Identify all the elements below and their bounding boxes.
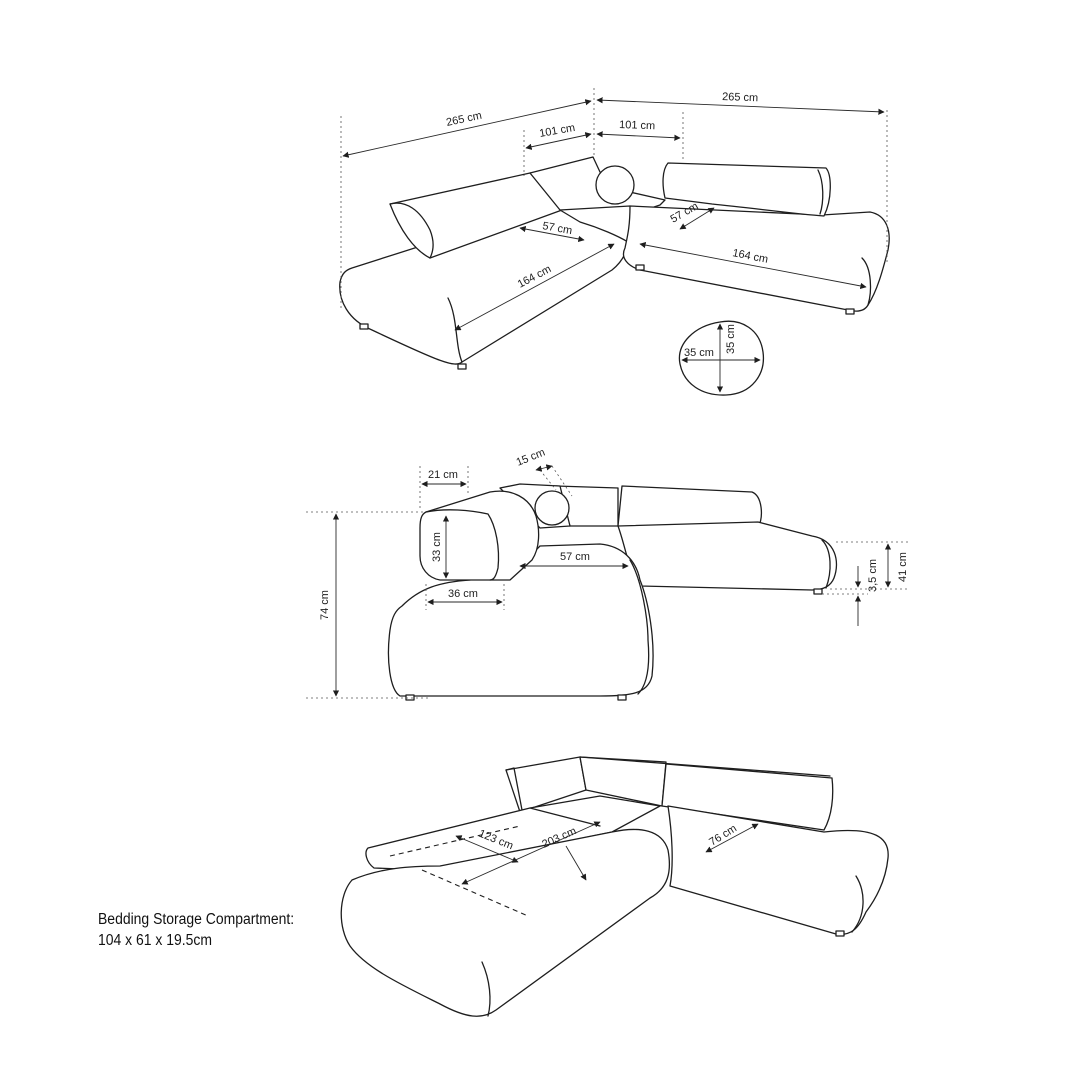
foot [835,930,845,937]
right-backrest [662,162,831,217]
bed-chaise [667,805,889,936]
foot [359,323,369,330]
dim-cushion-height: 35 cm [725,324,737,354]
bed-back-right [661,763,834,831]
foot [457,363,467,370]
far-seat [617,521,838,591]
dim-back-right: 101 cm [619,119,655,132]
foot [405,694,415,701]
storage-note: Bedding Storage Compartment: 104 x 61 x … [98,909,294,951]
dim-back-base: 36 cm [448,588,478,600]
dim-width-right: 265 cm [722,91,758,104]
foot [813,588,823,595]
storage-note-title: Bedding Storage Compartment: [98,911,295,928]
dim-seat-depth: 57 cm [560,551,590,563]
far-backrest-right [617,485,763,529]
foot [845,308,855,315]
dim-leg-height: 3,5 cm [867,559,879,592]
dim-total-height: 74 cm [319,590,331,620]
dim-depth-left: 57 cm [541,220,573,237]
dim-cushion-thickness: 15 cm [515,446,547,468]
near-backrest [419,490,540,581]
dim-seat-height: 41 cm [897,552,909,582]
side-view: 74 cm 21 cm 15 cm 33 cm 36 cm 57 cm 3,5 … [306,446,909,701]
dim-back-top: 21 cm [428,469,458,481]
storage-note-dimensions: 104 x 61 x 19.5cm [98,932,213,949]
dim-cushion-width: 35 cm [684,347,714,359]
foot [635,264,645,271]
dim-back-height: 33 cm [431,532,443,562]
round-cushion [595,165,635,205]
round-cushion-side [534,490,570,526]
top-view: 265 cm 265 cm 101 cm 101 cm 57 cm 57 cm … [339,88,890,396]
dim-back-left: 101 cm [538,122,576,140]
bed-view: 123 cm 203 cm 76 cm [340,756,889,1017]
foot [617,694,627,701]
